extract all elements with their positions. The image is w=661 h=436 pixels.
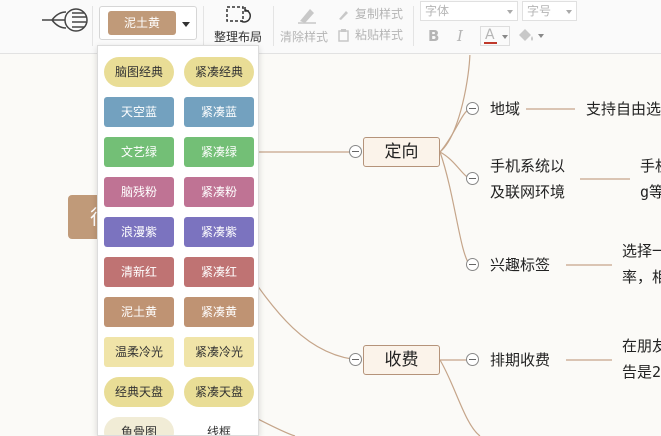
theme-option[interactable]: 紧凑经典 [184,57,254,87]
theme-option[interactable]: 紧凑绿 [184,137,254,167]
leaf-schedule-desc[interactable]: 在朋友 告是2 [622,333,661,385]
branch-dingxiang-label: 定向 [384,142,419,162]
toolbar-separator [273,6,274,46]
theme-option[interactable]: 经典天盘 [104,377,174,407]
branch-dingxiang[interactable]: 定向 [363,137,440,167]
branch-shoufei[interactable]: 收费 [363,345,440,375]
font-family-placeholder: 字体 [425,4,450,18]
layout-icon [226,5,252,29]
paste-style-icon [337,27,350,42]
theme-option[interactable]: 温柔冷光 [104,337,174,367]
theme-option[interactable]: 清新红 [104,257,174,287]
structure-icon[interactable] [40,3,90,43]
theme-option[interactable]: 脑残粉 [104,177,174,207]
leaf-schedule-desc-line2: 告是2 [622,363,661,381]
theme-option[interactable]: 紧凑蓝 [184,97,254,127]
leaf-phone-desc[interactable]: 手机 g等 [640,153,661,205]
theme-option[interactable]: 紧凑红 [184,257,254,287]
connector-shoufei-bottom [439,359,481,436]
collapse-toggle-icon[interactable] [466,258,479,271]
copy-style-button[interactable]: 复制样式 [355,7,404,21]
font-color-label: A [485,27,495,43]
connector-dingxiang-interest [439,151,471,266]
leaf-schedule[interactable]: 排期收费 [490,351,551,369]
theme-option[interactable]: 紧凑紫 [184,217,254,247]
leaf-phone-line2: 及联网环境 [490,183,566,201]
collapse-toggle-icon[interactable] [466,353,479,366]
collapse-toggle-icon[interactable] [349,353,362,366]
paint-bucket-icon [519,29,533,41]
leaf-phone-desc-line2: g等 [640,183,661,201]
branch-shoufei-label: 收费 [384,350,419,370]
chevron-down-icon [566,10,572,14]
theme-option[interactable]: 紧凑冷光 [184,337,254,367]
chevron-down-icon [507,10,513,14]
toolbar-separator [92,6,93,46]
font-size-placeholder: 字号 [527,4,552,18]
leaf-phone-line1: 手机系统以 [490,157,566,175]
theme-option[interactable]: 紧凑天盘 [184,377,254,407]
theme-option[interactable]: 泥土黄 [104,297,174,327]
theme-select[interactable]: 泥土黄 [99,6,197,40]
theme-option[interactable]: 紧凑黄 [184,297,254,327]
font-family-select[interactable]: 字体 [420,1,518,21]
collapse-toggle-icon[interactable] [466,172,479,185]
theme-option[interactable]: 浪漫紫 [104,217,174,247]
theme-option[interactable]: 紧凑粉 [184,177,254,207]
chevron-down-icon [502,35,508,39]
leaf-diyu-desc[interactable]: 支持自由选 [586,100,661,118]
copy-style-icon [337,6,350,20]
collapse-toggle-icon[interactable] [349,145,362,158]
font-size-select[interactable]: 字号 [522,1,577,21]
background-color-button[interactable] [514,26,546,46]
clear-style-icon [296,5,318,29]
mindmap-canvas[interactable]: 很 定向 收费 地域 支持自由选 手机系统以 及联网环境 手机 g等 兴趣标签 … [0,55,661,436]
leaf-interest[interactable]: 兴趣标签 [490,256,551,274]
italic-button[interactable]: I [457,27,463,45]
leaf-phone[interactable]: 手机系统以 及联网环境 [490,153,565,205]
toolbar-separator [203,6,204,46]
toolbar-separator [413,6,414,46]
leaf-schedule-desc-line1: 在朋友 [622,337,661,355]
font-color-button[interactable]: A [480,26,510,46]
collapse-toggle-icon[interactable] [466,102,479,115]
leaf-interest-desc-line2: 率，相 [622,268,661,286]
theme-option[interactable]: 鱼骨图 [104,417,174,435]
paste-style-button[interactable]: 粘贴样式 [355,28,404,42]
theme-dropdown[interactable]: 脑图经典紧凑经典天空蓝紧凑蓝文艺绿紧凑绿脑残粉紧凑粉浪漫紫紧凑紫清新红紧凑红泥土… [97,45,259,436]
font-color-swatch [484,42,497,44]
leaf-diyu[interactable]: 地域 [490,100,521,118]
layout-button[interactable]: 整理布局 [214,30,263,44]
theme-option[interactable]: 天空蓝 [104,97,174,127]
chevron-down-icon [182,22,190,27]
theme-option[interactable]: 脑图经典 [104,57,174,87]
theme-option[interactable]: 线框 [184,417,254,435]
leaf-interest-desc[interactable]: 选择一 率，相 [622,238,661,290]
connector-dingxiang-diyu [439,108,471,153]
leaf-interest-desc-line1: 选择一 [622,242,661,260]
leaf-phone-desc-line1: 手机 [640,157,661,175]
connector-dingxiang-top [439,55,471,153]
bold-button[interactable]: B [428,27,440,45]
chevron-down-icon [538,34,544,38]
theme-option[interactable]: 文艺绿 [104,137,174,167]
theme-selected-chip: 泥土黄 [108,11,176,35]
clear-style-button[interactable]: 清除样式 [280,30,329,44]
